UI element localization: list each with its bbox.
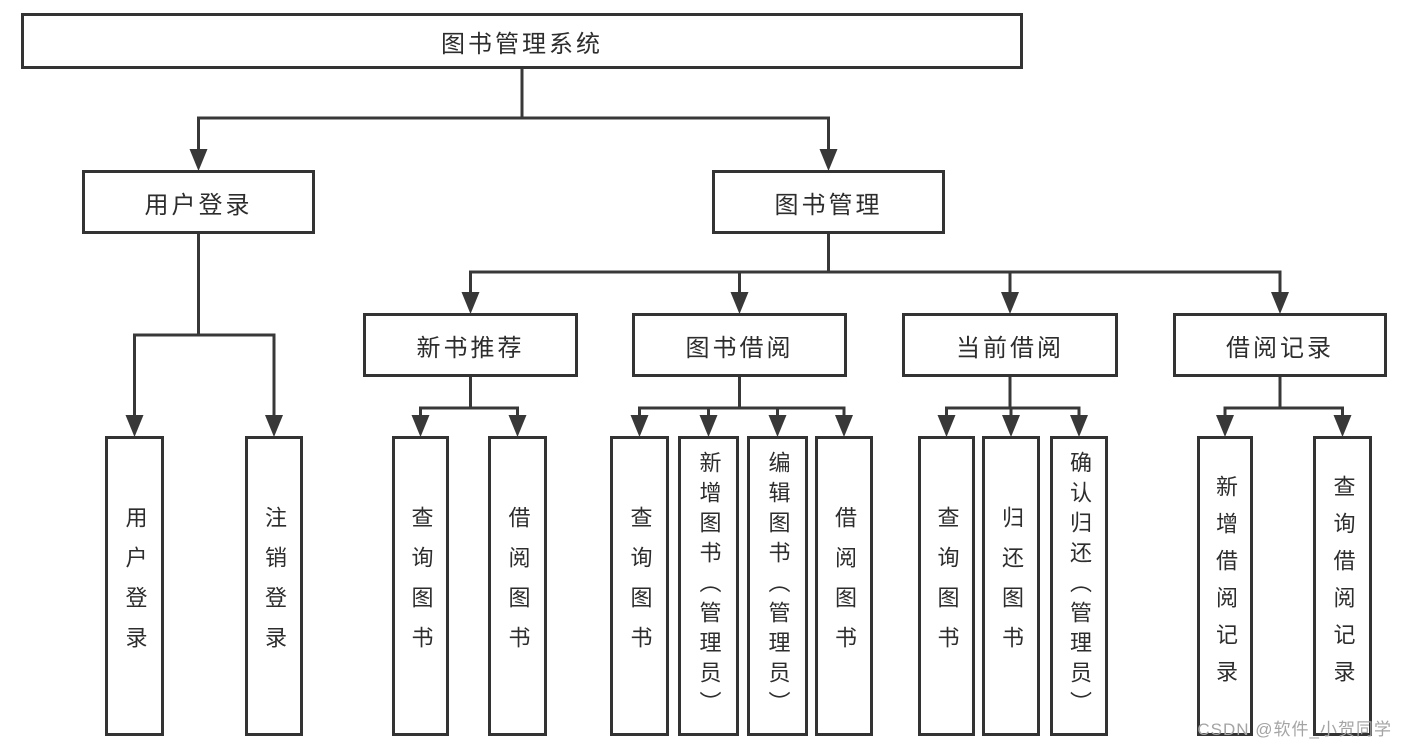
- node-add-books-admin: 新增图书（管理员）: [678, 436, 739, 736]
- arrowhead-icon: [125, 415, 144, 437]
- arrowhead-icon: [508, 415, 527, 437]
- node-root: 图书管理系统: [21, 13, 1023, 69]
- arrowhead-icon: [1002, 415, 1020, 437]
- arrowhead-icon: [630, 415, 649, 437]
- node-new-book-rec: 新书推荐: [363, 313, 578, 377]
- watermark-text: CSDN @软件_小贺同学: [1197, 720, 1392, 739]
- arrowhead-icon: [1001, 292, 1019, 314]
- arrowhead-icon: [265, 415, 283, 437]
- node-confirm-return-admin: 确认归还（管理员）: [1050, 436, 1108, 736]
- node-borrow-records: 借阅记录: [1173, 313, 1387, 377]
- node-add-borrow-record: 新增借阅记录: [1197, 436, 1253, 736]
- arrowhead-icon: [768, 415, 787, 437]
- node-logout-leaf: 注销登录: [245, 436, 303, 736]
- arrowhead-icon: [730, 292, 749, 314]
- arrowhead-icon: [461, 292, 480, 314]
- arrowhead-icon: [835, 415, 853, 437]
- node-current-borrow: 当前借阅: [902, 313, 1118, 377]
- node-borrow-books-leaf: 借阅图书: [815, 436, 873, 736]
- arrowhead-icon: [189, 149, 208, 171]
- node-borrow-books-rec: 借阅图书: [488, 436, 547, 736]
- arrowhead-icon: [411, 415, 430, 437]
- arrowhead-icon: [1216, 415, 1234, 437]
- node-user-login-leaf: 用户登录: [105, 436, 164, 736]
- arrowhead-icon: [1333, 415, 1352, 437]
- arrowhead-icon: [819, 149, 838, 171]
- node-book-mgmt: 图书管理: [712, 170, 945, 234]
- arrowhead-icon: [699, 415, 718, 437]
- arrowhead-icon: [1070, 415, 1088, 437]
- node-query-books-current: 查询图书: [918, 436, 975, 736]
- node-query-books-rec: 查询图书: [392, 436, 449, 736]
- node-query-books-borrow: 查询图书: [610, 436, 669, 736]
- arrowhead-icon: [1271, 292, 1289, 314]
- node-edit-books-admin: 编辑图书（管理员）: [747, 436, 808, 736]
- node-book-borrow: 图书借阅: [632, 313, 847, 377]
- node-query-borrow-record: 查询借阅记录: [1313, 436, 1372, 736]
- node-return-books: 归还图书: [982, 436, 1040, 736]
- node-user-login: 用户登录: [82, 170, 315, 234]
- arrowhead-icon: [937, 415, 956, 437]
